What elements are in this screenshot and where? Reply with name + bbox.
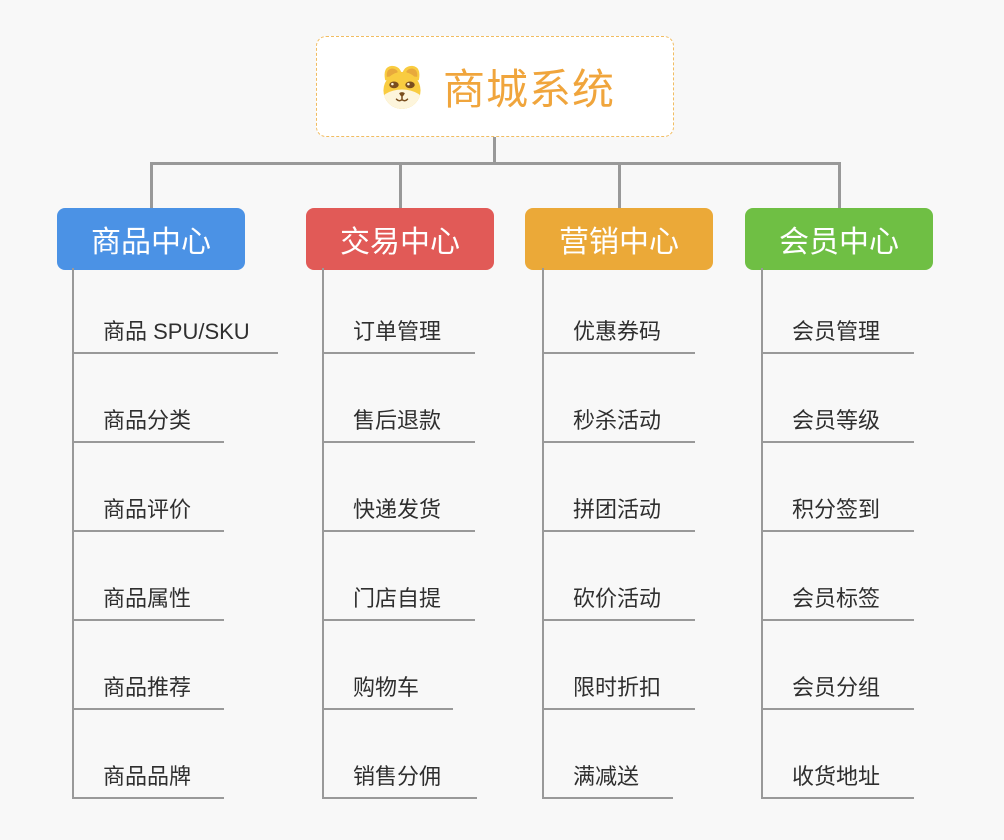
branch-label: 交易中心 [340, 226, 460, 259]
branch-trunk-line [761, 268, 763, 799]
leaf-topic[interactable]: 门店自提 [323, 581, 475, 621]
connector-root-stub [493, 137, 496, 162]
leaf-label: 满减送 [573, 764, 640, 789]
leaf-topic[interactable]: 快递发货 [323, 492, 475, 532]
branch-label: 商品中心 [91, 226, 211, 259]
leaf-topic[interactable]: 满减送 [543, 759, 673, 799]
leaf-label: 会员分组 [792, 675, 881, 700]
leaf-topic[interactable]: 商品分类 [73, 403, 224, 443]
leaf-label: 优惠券码 [573, 319, 662, 344]
root-title: 商城系统 [442, 66, 615, 113]
leaf-topic[interactable]: 商品评价 [73, 492, 224, 532]
leaf-topic[interactable]: 商品 SPU/SKU [73, 314, 278, 354]
leaf-topic[interactable]: 拼团活动 [543, 492, 695, 532]
branch-topic-marketing-center[interactable]: 营销中心 [525, 208, 713, 270]
leaf-topic[interactable]: 商品品牌 [73, 759, 224, 799]
branch-topic-product-center[interactable]: 商品中心 [57, 208, 245, 270]
leaf-topic[interactable]: 砍价活动 [543, 581, 695, 621]
leaf-topic[interactable]: 销售分佣 [323, 759, 477, 799]
leaf-label: 售后退款 [353, 408, 442, 433]
leaf-topic[interactable]: 订单管理 [323, 314, 475, 354]
branch-label: 会员中心 [779, 226, 899, 259]
leaf-topic[interactable]: 商品推荐 [73, 670, 224, 710]
branch-trunk-line [72, 268, 74, 799]
leaf-topic[interactable]: 会员等级 [762, 403, 914, 443]
leaf-topic[interactable]: 会员分组 [762, 670, 914, 710]
leaf-label: 购物车 [353, 675, 420, 700]
leaf-label: 收货地址 [792, 764, 881, 789]
connector-drop [150, 162, 153, 208]
branch-topic-member-center[interactable]: 会员中心 [745, 208, 933, 270]
leaf-topic[interactable]: 会员标签 [762, 581, 914, 621]
leaf-label: 商品评价 [103, 497, 192, 522]
connector-drop [838, 162, 841, 208]
branch-label: 营销中心 [559, 226, 679, 259]
dog-face-icon [383, 65, 421, 109]
leaf-label: 门店自提 [353, 586, 442, 611]
leaf-topic[interactable]: 限时折扣 [543, 670, 695, 710]
leaf-topic[interactable]: 积分签到 [762, 492, 914, 532]
leaf-label: 砍价活动 [573, 586, 662, 611]
leaf-label: 秒杀活动 [573, 408, 662, 433]
leaf-topic[interactable]: 购物车 [323, 670, 453, 710]
leaf-topic[interactable]: 秒杀活动 [543, 403, 695, 443]
leaf-label: 快递发货 [353, 497, 442, 522]
leaf-label: 会员标签 [792, 586, 881, 611]
leaf-topic[interactable]: 收货地址 [762, 759, 914, 799]
connector-horizontal [150, 162, 840, 165]
leaf-label: 积分签到 [792, 497, 881, 522]
branch-trunk-line [322, 268, 324, 799]
leaf-label: 商品属性 [103, 586, 192, 611]
leaf-topic[interactable]: 优惠券码 [543, 314, 695, 354]
leaf-label: 商品推荐 [103, 675, 192, 700]
branch-topic-trade-center[interactable]: 交易中心 [306, 208, 494, 270]
leaf-label: 商品分类 [103, 408, 192, 433]
leaf-label: 商品 SPU/SKU [103, 319, 250, 344]
leaf-topic[interactable]: 售后退款 [323, 403, 475, 443]
leaf-label: 会员等级 [792, 408, 881, 433]
leaf-topic[interactable]: 会员管理 [762, 314, 914, 354]
leaf-label: 拼团活动 [573, 497, 662, 522]
leaf-label: 限时折扣 [573, 675, 662, 700]
connector-drop [618, 162, 621, 208]
leaf-label: 订单管理 [353, 319, 442, 344]
leaf-topic[interactable]: 商品属性 [73, 581, 224, 621]
leaf-label: 销售分佣 [353, 764, 442, 789]
branch-trunk-line [542, 268, 544, 799]
root-topic[interactable]: 商城系统 [316, 36, 674, 137]
leaf-label: 会员管理 [792, 319, 881, 344]
leaf-label: 商品品牌 [103, 764, 192, 789]
connector-drop [399, 162, 402, 208]
